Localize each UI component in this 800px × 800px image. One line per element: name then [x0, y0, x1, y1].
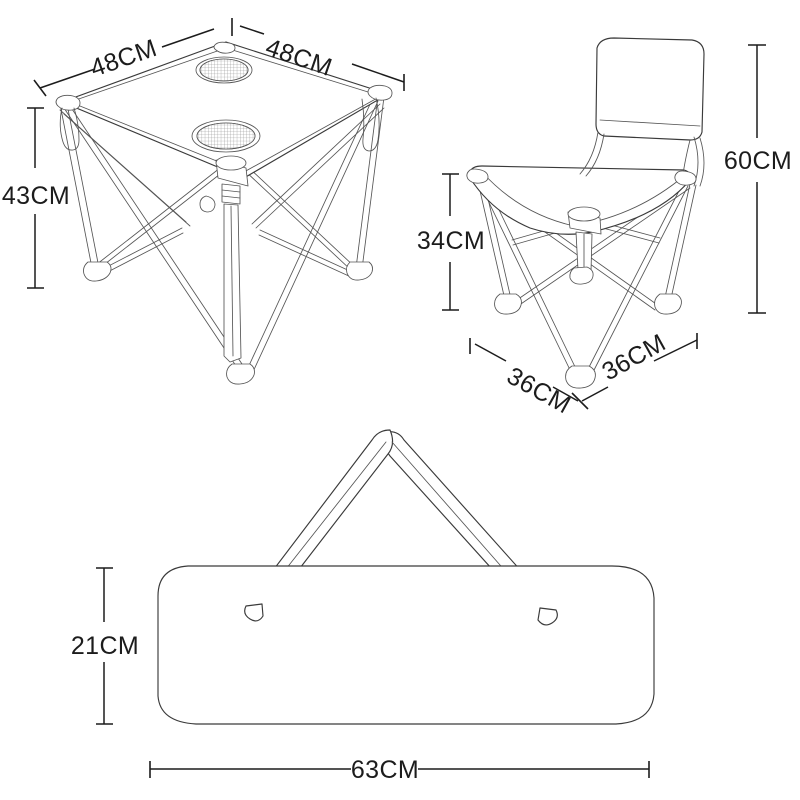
dimension-table-height: 43CM [2, 107, 70, 289]
bag-body [157, 565, 655, 725]
table-center-leg [199, 155, 249, 363]
table-corner-clips [55, 41, 393, 152]
chair-backrest [579, 37, 705, 187]
product-carry-bag: 21CM 63CM [71, 429, 655, 784]
cup-holder-rear [195, 56, 253, 84]
chair-center-leg [567, 206, 602, 285]
dimension-bag-height: 21CM [71, 567, 139, 725]
dimension-label-bag-height: 21CM [71, 632, 139, 660]
dimension-chair-seat-height: 34CM [417, 173, 485, 311]
chair-seat [469, 165, 691, 235]
dimension-label-chair-seat-height: 34CM [417, 227, 485, 255]
chair-joints [466, 168, 697, 186]
dimension-bag-width: 63CM [149, 756, 650, 784]
dimension-label-chair-total-height: 60CM [724, 147, 792, 175]
dimension-chair-total-height: 60CM [724, 44, 792, 314]
dimension-label-table-height: 43CM [2, 182, 70, 210]
table-frame [59, 95, 385, 385]
bag-strap-ends [244, 603, 558, 626]
dimension-label-bag-width: 63CM [351, 756, 419, 784]
cup-holder-front [191, 119, 261, 153]
